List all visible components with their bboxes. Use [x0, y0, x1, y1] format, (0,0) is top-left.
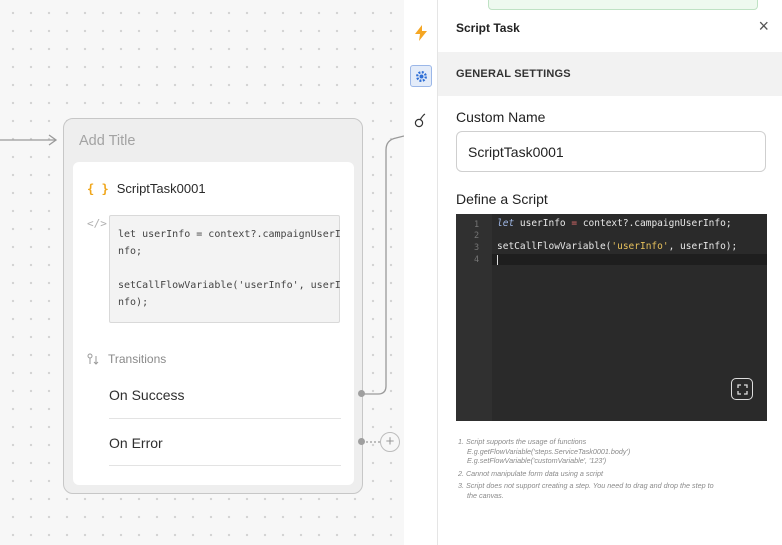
add-step-button[interactable]: + [380, 432, 400, 452]
settings-panel: Script Task × GENERAL SETTINGS Custom Na… [437, 0, 782, 545]
text-cursor [497, 255, 498, 265]
line-number: 4 [474, 255, 480, 265]
success-handle[interactable] [358, 390, 365, 397]
node-body: { } ScriptTask0001 </> let userInfo = co… [73, 162, 354, 485]
link-icon[interactable] [410, 110, 432, 132]
close-icon[interactable]: × [758, 16, 769, 36]
lightning-icon[interactable] [410, 22, 432, 44]
braces-icon: { } [87, 181, 109, 196]
expand-icon [736, 383, 748, 395]
note-1-example-b: E.g.setFlowVariable('customVariable', '1… [467, 456, 607, 465]
transitions-icon [87, 353, 99, 365]
note-3-cont: the canvas. [467, 490, 504, 500]
active-line [492, 254, 767, 265]
connector-lines [0, 134, 404, 443]
transitions-header: Transitions [87, 352, 166, 366]
code-line-3: setCallFlowVariable('userInfo', userInfo… [497, 241, 738, 252]
line-number: 3 [474, 243, 480, 253]
code-icon: </> [87, 217, 107, 230]
script-label: Define a Script [456, 191, 548, 207]
panel-header: Script Task × [438, 0, 782, 52]
custom-name-label: Custom Name [456, 109, 546, 125]
section-title: GENERAL SETTINGS [456, 68, 571, 80]
notification-toast [488, 0, 758, 10]
task-name: ScriptTask0001 [116, 181, 206, 196]
transition-on-success[interactable]: On Success [109, 387, 185, 403]
code-preview: let userInfo = context?.campaignUserI nf… [109, 215, 341, 323]
transition-on-error[interactable]: On Error [109, 435, 163, 451]
divider [109, 418, 341, 419]
error-handle[interactable] [358, 438, 365, 445]
note-1-example-a: E.g.getFlowVariable('steps.ServiceTask00… [467, 446, 631, 456]
script-notes: 1. Script supports the usage of function… [458, 437, 776, 500]
task-header: { } ScriptTask0001 [87, 181, 206, 196]
panel-title: Script Task [456, 21, 520, 35]
note-2: 2. Cannot manipulate form data using a s… [458, 468, 604, 478]
divider [109, 465, 341, 466]
note-1: 1. Script supports the usage of function… [458, 437, 587, 446]
custom-name-input[interactable] [456, 131, 766, 172]
gear-icon[interactable] [410, 65, 432, 87]
editor-gutter [456, 214, 492, 421]
code-line-1: let userInfo = context?.campaignUserInfo… [497, 218, 732, 229]
line-number: 1 [474, 220, 480, 230]
script-editor[interactable]: 1 2 3 4 let userInfo = context?.campaign… [456, 214, 767, 421]
expand-editor-button[interactable] [731, 378, 753, 400]
flow-canvas[interactable]: Add Title { } ScriptTask0001 </> let use… [0, 0, 404, 545]
script-task-node[interactable]: Add Title { } ScriptTask0001 </> let use… [63, 118, 363, 494]
line-number: 2 [474, 231, 480, 241]
section-general-settings[interactable]: GENERAL SETTINGS [438, 52, 782, 96]
transitions-label: Transitions [108, 352, 167, 366]
node-title[interactable]: Add Title [79, 133, 136, 149]
note-3: 3. Script does not support creating a st… [458, 481, 714, 490]
